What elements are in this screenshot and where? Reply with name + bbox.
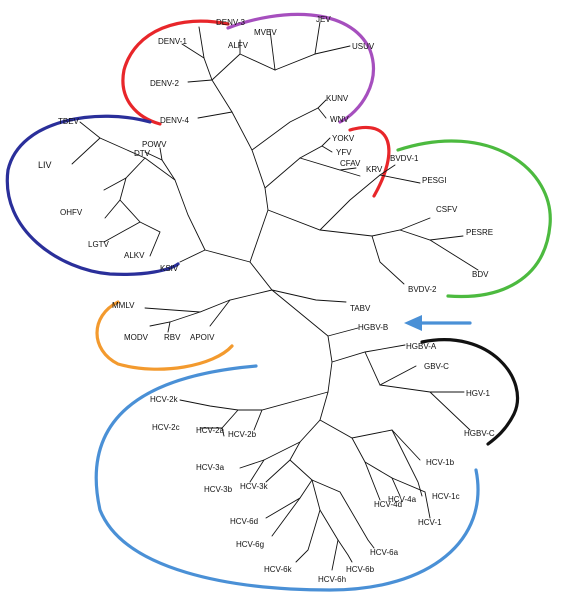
label-cfav: CFAV: [340, 159, 361, 168]
label-yfv: YFV: [336, 148, 352, 157]
label-denv-1: DENV-1: [158, 37, 187, 46]
label-rbv: RBV: [164, 333, 181, 342]
arc-pesti-green: [396, 139, 552, 299]
arc-yokv-red: [348, 125, 391, 198]
label-mmlv: MMLV: [112, 301, 135, 310]
label-powv: POWV: [142, 140, 167, 149]
label-liv: LIV: [38, 160, 52, 170]
label-alfv: ALFV: [228, 41, 249, 50]
arc-denv-red: [121, 19, 230, 126]
label-bvdv-2: BVDV-2: [408, 285, 437, 294]
label-bdv: BDV: [472, 270, 489, 279]
label-hcv-3b: HCV-3b: [204, 485, 233, 494]
label-hcv-6h: HCV-6h: [318, 575, 346, 584]
label-hgv-1: HGV-1: [466, 389, 491, 398]
arc-hgbv-black: [420, 338, 520, 446]
label-hcv-2c: HCV-2c: [152, 423, 180, 432]
label-hgbv-a: HGBV-A: [406, 342, 437, 351]
label-yokv: YOKV: [332, 134, 355, 143]
label-denv-3: DENV-3: [216, 18, 245, 27]
label-tbev: TBEV: [58, 117, 80, 126]
hgbv-b-arrow: [404, 315, 472, 331]
label-hcv-1c: HCV-1c: [432, 492, 460, 501]
label-hcv-6k: HCV-6k: [264, 565, 293, 574]
label-krv: KRV: [366, 165, 383, 174]
label-dtv: DTV: [134, 149, 151, 158]
arc-hcv-blue: [94, 364, 480, 592]
label-hcv-1b: HCV-1b: [426, 458, 455, 467]
label-tabv: TABV: [350, 304, 371, 313]
label-lgtv: LGTV: [88, 240, 110, 249]
label-hcv-6g: HCV-6g: [236, 540, 264, 549]
label-mvev: MVEV: [254, 28, 277, 37]
label-hcv-6a: HCV-6a: [370, 548, 399, 557]
label-pesgi: PESGI: [422, 176, 446, 185]
label-usuv: USUV: [352, 42, 375, 51]
label-wnv: WNV: [330, 115, 349, 124]
label-hcv-4d: HCV-4d: [374, 500, 402, 509]
label-modv: MODV: [124, 333, 149, 342]
taxon-labels: DENV-3 MVEV JEV DENV-1 ALFV USUV DENV-2 …: [38, 15, 495, 584]
arc-mmlv-orange: [95, 300, 234, 371]
label-hgbv-c: HGBV-C: [464, 429, 495, 438]
label-ksiv: KSIV: [160, 264, 179, 273]
label-jev: JEV: [316, 15, 331, 24]
clade-arcs: [5, 12, 552, 592]
label-bvdv-1: BVDV-1: [390, 154, 419, 163]
label-hcv-2a: HCV-2a: [196, 426, 225, 435]
label-kunv: KUNV: [326, 94, 349, 103]
label-denv-2: DENV-2: [150, 79, 179, 88]
label-ohfv: OHFV: [60, 208, 83, 217]
label-hcv-1: HCV-1: [418, 518, 442, 527]
label-hcv-4a: HCV-4a: [388, 495, 417, 504]
arc-tbev-navy: [5, 114, 180, 276]
label-hcv-3k: HCV-3k: [240, 482, 269, 491]
tree-branches: [71, 21, 479, 571]
label-denv-4: DENV-4: [160, 116, 189, 125]
label-hcv-3a: HCV-3a: [196, 463, 225, 472]
label-alkv: ALKV: [124, 251, 145, 260]
label-hgbv-b: HGBV-B: [358, 323, 388, 332]
label-hcv-6d: HCV-6d: [230, 517, 258, 526]
label-csfv: CSFV: [436, 205, 458, 214]
label-pesre: PESRE: [466, 228, 493, 237]
label-apoiv: APOIV: [190, 333, 215, 342]
arc-jev-purple: [226, 12, 376, 124]
label-hcv-2b: HCV-2b: [228, 430, 257, 439]
label-hcv-6b: HCV-6b: [346, 565, 375, 574]
label-gbv-c: GBV-C: [424, 362, 449, 371]
label-hcv-2k: HCV-2k: [150, 395, 179, 404]
